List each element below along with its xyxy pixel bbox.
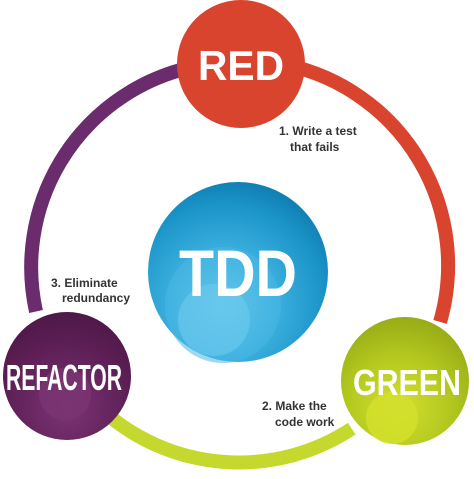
green-label: GREEN bbox=[353, 362, 461, 403]
green-node: GREEN bbox=[341, 317, 469, 445]
arc-green-to-refactor bbox=[96, 404, 356, 470]
step-eliminate-line2: redundancy bbox=[62, 291, 130, 305]
arc-red-to-green bbox=[286, 58, 456, 324]
step-make-work-line1: 2. Make the bbox=[262, 399, 327, 413]
step-eliminate-line1: 3. Eliminate bbox=[51, 276, 118, 290]
step-eliminate: 3. Eliminate redundancy bbox=[51, 276, 130, 305]
cycle-ring bbox=[24, 58, 456, 470]
step-make-work: 2. Make the code work bbox=[262, 399, 335, 429]
red-node: RED bbox=[177, 0, 305, 128]
refactor-label: REFACTOR bbox=[6, 357, 122, 398]
refactor-node: REFACTOR bbox=[3, 312, 131, 440]
tdd-center-node: TDD bbox=[148, 182, 328, 363]
step-make-work-line2: code work bbox=[275, 415, 335, 429]
step-write-test-line2: that fails bbox=[290, 140, 340, 154]
tdd-label: TDD bbox=[179, 236, 297, 310]
arc-refactor-to-red bbox=[24, 63, 183, 314]
step-write-test-line1: 1. Write a test bbox=[279, 124, 357, 138]
red-label: RED bbox=[198, 42, 284, 89]
step-write-test: 1. Write a test that fails bbox=[279, 124, 357, 154]
